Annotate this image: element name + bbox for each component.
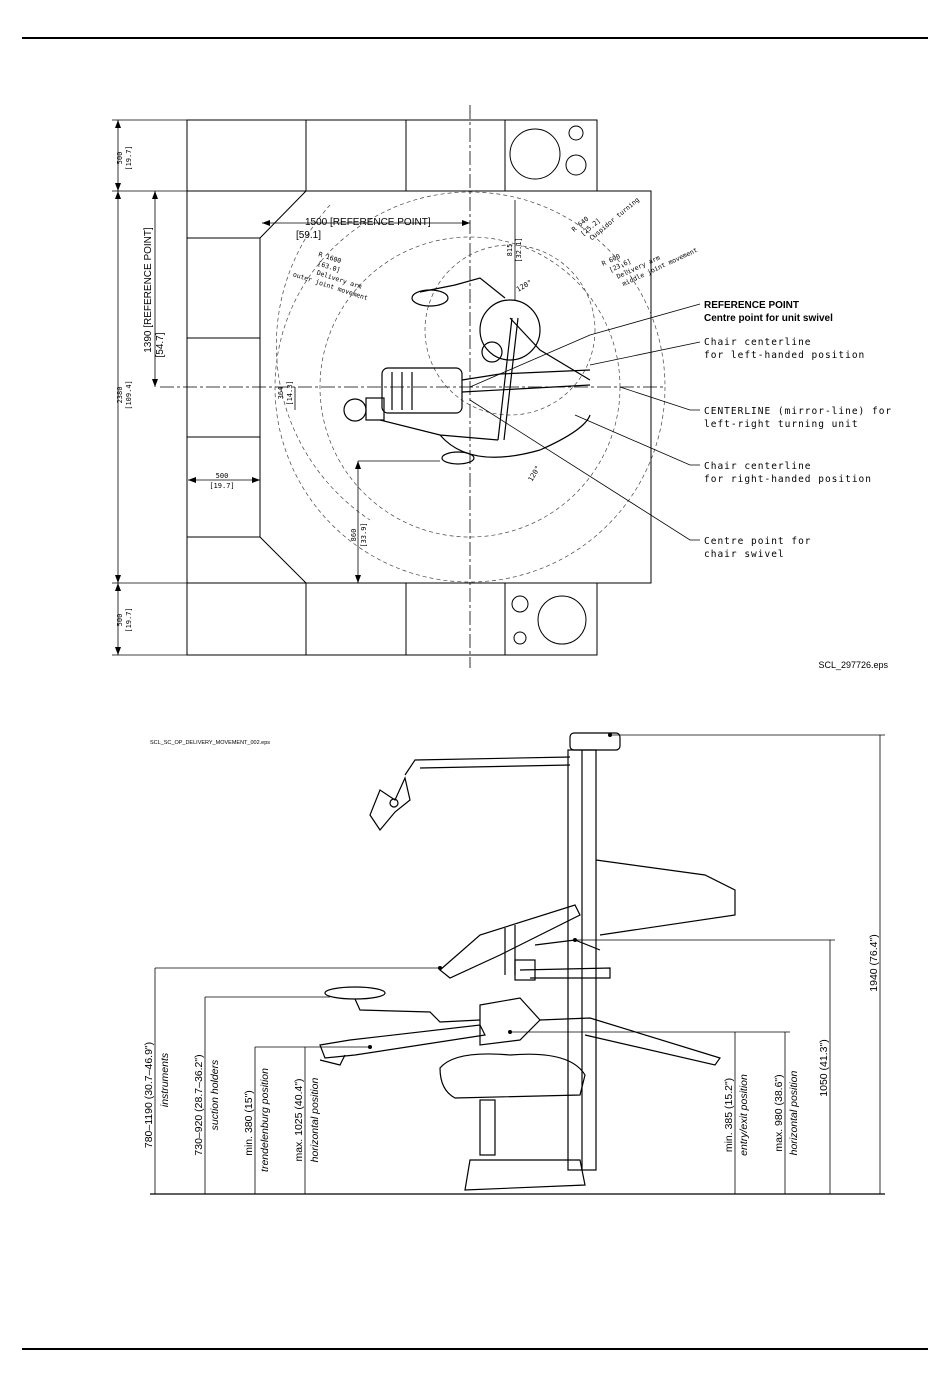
top-file-label: SCL_297726.eps bbox=[818, 660, 888, 670]
dim-max-horizontal: max. 1025 (40.4") bbox=[293, 1078, 305, 1161]
callout-centerline-2: left-right turning unit bbox=[704, 419, 859, 430]
callout-right-hand-2: for right-handed position bbox=[704, 474, 872, 485]
dim-entry-exit-desc: entry/exit position bbox=[738, 1074, 750, 1156]
callout-text: REFERENCE POINT Centre point for unit sw… bbox=[704, 300, 892, 560]
dim-815-in: [32.1] bbox=[515, 237, 523, 262]
dim-1500: 1500 [REFERENCE POINT] bbox=[305, 217, 431, 228]
callout-reference-sub: Centre point for unit swivel bbox=[704, 313, 833, 324]
reference-dim-text: 1390 [REFERENCE POINT] [54.7] 1500 [REFE… bbox=[143, 217, 431, 358]
bottom-rule bbox=[22, 1348, 928, 1350]
callout-right-hand-1: Chair centerline bbox=[704, 461, 812, 472]
dim-max-980-desc: horizontal position bbox=[788, 1071, 800, 1156]
dim-364: 364 bbox=[277, 387, 285, 400]
angle-a: 120° bbox=[515, 278, 534, 293]
dimension-lines-bottom bbox=[154, 734, 885, 1194]
callout-left-hand-2: for left-handed position bbox=[704, 350, 865, 361]
dim-1050: 1050 (41.3") bbox=[818, 1039, 830, 1096]
callout-centerline-1: CENTERLINE (mirror-line) for bbox=[704, 406, 892, 417]
dim-500-top-in: [19.7] bbox=[125, 145, 133, 170]
dim-2380-in: [109.4] bbox=[125, 380, 133, 410]
radius-text: R 1600 [63.0] Delivery arm outer joint m… bbox=[292, 196, 699, 302]
dim-1390-in: [54.7] bbox=[155, 332, 166, 357]
callout-left-hand-1: Chair centerline bbox=[704, 337, 812, 348]
dim-815: 815 bbox=[506, 244, 514, 257]
bottom-left-dim-text: 780–1190 (30.7–46.9") instruments 730–92… bbox=[143, 1042, 321, 1172]
callout-reference-title: REFERENCE POINT bbox=[704, 300, 799, 311]
dim-500-bottom: 500 bbox=[116, 614, 124, 627]
dimension-lines-top bbox=[112, 119, 516, 656]
callout-chair-swivel-1: Centre point for bbox=[704, 536, 812, 547]
dim-500-top: 500 bbox=[116, 152, 124, 165]
dim-1940: 1940 (76.4") bbox=[868, 934, 880, 991]
dim-entry-exit: min. 385 (15.2") bbox=[723, 1078, 735, 1152]
angle-b: 120° bbox=[527, 464, 542, 483]
dim-1390: 1390 [REFERENCE POINT] bbox=[143, 227, 154, 353]
dim-trendelenburg-desc: trendelenburg position bbox=[259, 1068, 271, 1172]
floor-plan bbox=[186, 119, 652, 656]
dental-chair-plan bbox=[343, 277, 591, 465]
dimension-dots-bottom bbox=[368, 733, 612, 1049]
dim-2380: 2380 bbox=[116, 387, 124, 404]
dim-860-in: [33.9] bbox=[360, 522, 368, 547]
dim-max-980: max. 980 (38.6") bbox=[773, 1074, 785, 1151]
dimension-arrows-top bbox=[115, 120, 470, 655]
bottom-file-label: SCL_SC_OP_DELIVERY_MOVEMENT_002.eps bbox=[150, 740, 270, 746]
dim-instruments-desc: instruments bbox=[159, 1052, 171, 1107]
dim-instruments: 780–1190 (30.7–46.9") bbox=[143, 1042, 155, 1148]
top-rule bbox=[22, 37, 928, 39]
callout-chair-swivel-2: chair swivel bbox=[704, 549, 785, 560]
dim-suction-desc: suction holders bbox=[209, 1059, 221, 1130]
dim-1500-in: [59.1] bbox=[296, 230, 321, 241]
bottom-right-dim-text: min. 385 (15.2") entry/exit position max… bbox=[723, 934, 880, 1156]
dim-364-in: [14.3] bbox=[286, 380, 294, 405]
dim-max-horizontal-desc: horizontal position bbox=[309, 1078, 321, 1163]
callout-leaders bbox=[469, 303, 701, 541]
dim-suction: 730–920 (28.7–36.2") bbox=[193, 1054, 205, 1155]
dim-860: 860 bbox=[350, 529, 358, 542]
dim-500-mid-in: [19.7] bbox=[209, 482, 234, 490]
top-dimension-text: 500 [19.7] 2380 [109.4] 500 [19.7] 500 [… bbox=[116, 145, 542, 632]
dim-trendelenburg: min. 380 (15") bbox=[243, 1090, 255, 1156]
dim-500-bottom-in: [19.7] bbox=[125, 607, 133, 632]
centerlines bbox=[160, 105, 665, 668]
dim-500-mid: 500 bbox=[216, 472, 229, 480]
dental-unit-side-view bbox=[150, 732, 885, 1195]
